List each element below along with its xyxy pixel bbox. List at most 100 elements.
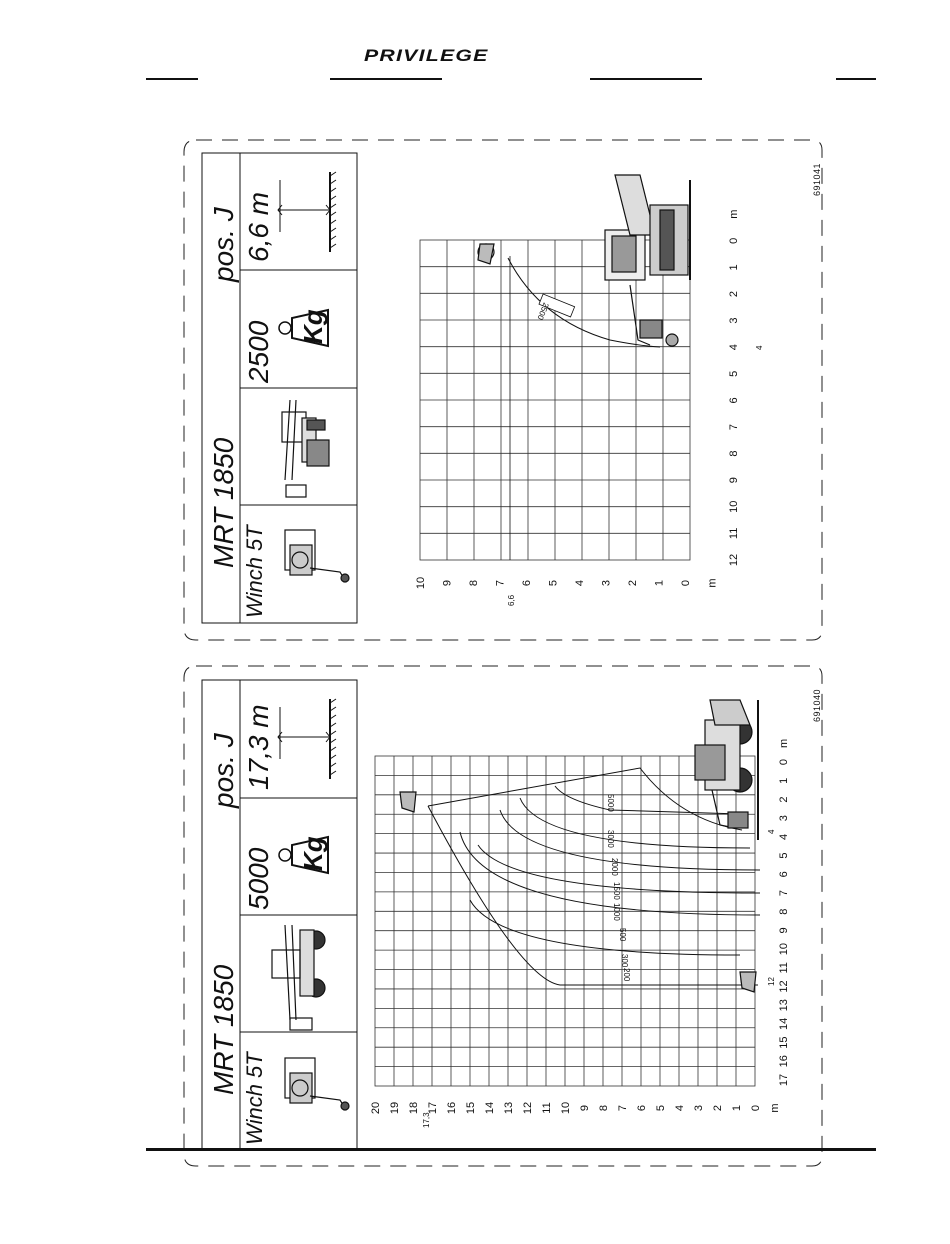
drawing-code: 691041 bbox=[812, 163, 822, 196]
tick-label: m bbox=[728, 210, 740, 219]
machine-silhouette bbox=[477, 174, 691, 347]
load-zones bbox=[427, 767, 761, 986]
kg-unit: Kg bbox=[298, 836, 328, 871]
tick-label: 13 bbox=[778, 999, 790, 1011]
height-marker-label: 17,3 bbox=[422, 1112, 431, 1128]
tick-label: 4 bbox=[674, 1105, 686, 1111]
load-curve-2500: 2500 bbox=[507, 256, 661, 560]
dashed-frame bbox=[183, 139, 823, 641]
max-height-value: 6,6 m bbox=[243, 192, 274, 262]
reach-marker-label: 4 bbox=[755, 345, 764, 350]
load-label: 1500 bbox=[612, 882, 621, 900]
tick-label: 11 bbox=[728, 528, 740, 539]
tick-label: 18 bbox=[408, 1102, 420, 1114]
load-label: 1000 bbox=[612, 903, 621, 921]
tick-label: 10 bbox=[560, 1102, 572, 1114]
tick-label: 2 bbox=[728, 291, 740, 297]
load-label: 200 bbox=[622, 968, 631, 982]
tick-label: m bbox=[707, 578, 719, 587]
tick-label: 17 bbox=[778, 1074, 790, 1086]
tick-label: 12 bbox=[778, 980, 790, 992]
tick-label: 12 bbox=[728, 554, 740, 566]
tick-label: 11 bbox=[541, 1102, 553, 1113]
tick-label: 5 bbox=[548, 580, 560, 586]
tick-label: 4 bbox=[574, 580, 586, 586]
capacity-value: 5000 bbox=[243, 847, 274, 910]
max-height-value: 17,3 m bbox=[243, 704, 274, 790]
weight-kg-icon: Kg bbox=[278, 835, 329, 875]
load-label: 3000 bbox=[606, 830, 615, 848]
drawing-code: 691040 bbox=[812, 689, 822, 722]
tick-label: 7 bbox=[495, 580, 507, 586]
tick-label: 8 bbox=[598, 1105, 610, 1111]
model-label: MRT 1850 bbox=[208, 964, 239, 1095]
model-label: MRT 1850 bbox=[208, 437, 239, 568]
tick-label: 14 bbox=[484, 1102, 496, 1114]
tick-label: 3 bbox=[728, 318, 740, 324]
tick-label: 1 bbox=[778, 778, 790, 784]
load-label: 300 bbox=[620, 954, 629, 968]
tick-label: m bbox=[769, 1103, 781, 1112]
tick-label: m bbox=[778, 739, 790, 748]
tick-label: 19 bbox=[389, 1102, 401, 1114]
capacity-value: 2500 bbox=[243, 320, 274, 384]
weight-kg-icon: Kg bbox=[278, 308, 329, 348]
attachment-label: Winch 5T bbox=[242, 1051, 267, 1145]
load-label: 500 bbox=[618, 928, 627, 942]
tick-label: 10 bbox=[415, 577, 427, 589]
tick-label: 9 bbox=[442, 580, 454, 586]
winch-icon bbox=[284, 1057, 350, 1111]
tick-label: 8 bbox=[468, 580, 480, 586]
dashed-frame bbox=[183, 665, 823, 1167]
tick-label: 0 bbox=[778, 759, 790, 765]
height-dimension-icon bbox=[277, 698, 337, 779]
tick-label: 1 bbox=[654, 580, 666, 586]
tick-label: 7 bbox=[728, 424, 740, 430]
tick-label: 9 bbox=[579, 1105, 591, 1111]
info-table bbox=[201, 152, 358, 624]
tick-label: 15 bbox=[778, 1036, 790, 1048]
machine-silhouette bbox=[399, 699, 759, 993]
height-dimension-icon bbox=[277, 171, 337, 252]
header-rule bbox=[590, 78, 702, 80]
tick-label: 6 bbox=[636, 1105, 648, 1111]
tick-label: 3 bbox=[693, 1105, 705, 1111]
telehandler-icon bbox=[281, 399, 330, 498]
load-grid bbox=[419, 239, 691, 561]
tick-label: 4 bbox=[728, 344, 740, 350]
tick-label: 16 bbox=[446, 1102, 458, 1114]
tick-label: 15 bbox=[465, 1102, 477, 1114]
tick-label: 1 bbox=[728, 264, 740, 270]
height-marker-label: 6,6 bbox=[507, 594, 516, 606]
tick-label: 2 bbox=[778, 796, 790, 802]
telehandler-icon bbox=[271, 924, 326, 1031]
tick-label: 9 bbox=[778, 927, 790, 933]
reach-marker-label-2: 12 bbox=[767, 977, 776, 986]
tick-label: 2 bbox=[712, 1105, 724, 1111]
tick-label: 0 bbox=[728, 238, 740, 244]
load-label: 2000 bbox=[610, 858, 619, 876]
footer-rule bbox=[146, 1148, 876, 1151]
tick-label: 0 bbox=[680, 580, 692, 586]
header-rule bbox=[836, 78, 876, 80]
load-chart-top: MRT 1850 pos. J Winch 5T 2500 6,6 m Kg bbox=[183, 139, 823, 641]
tick-label: 5 bbox=[778, 853, 790, 859]
tick-label: 8 bbox=[728, 451, 740, 457]
header-rule bbox=[330, 78, 442, 80]
tick-label: 13 bbox=[503, 1102, 515, 1114]
reach-marker-label: 4 bbox=[767, 829, 776, 834]
load-chart-bottom: MRT 1850 pos. J Winch 5T 5000 17,3 m Kg bbox=[183, 665, 823, 1167]
tick-label: 10 bbox=[778, 943, 790, 955]
tick-label: 6 bbox=[521, 580, 533, 586]
tick-label: 11 bbox=[778, 962, 790, 973]
tick-label: 3 bbox=[778, 815, 790, 821]
tick-label: 1 bbox=[731, 1105, 743, 1111]
tick-label: 0 bbox=[750, 1105, 762, 1111]
tick-label: 5 bbox=[655, 1105, 667, 1111]
tick-label: 6 bbox=[778, 871, 790, 877]
tick-label: 12 bbox=[522, 1102, 534, 1114]
tick-label: 10 bbox=[728, 501, 740, 513]
